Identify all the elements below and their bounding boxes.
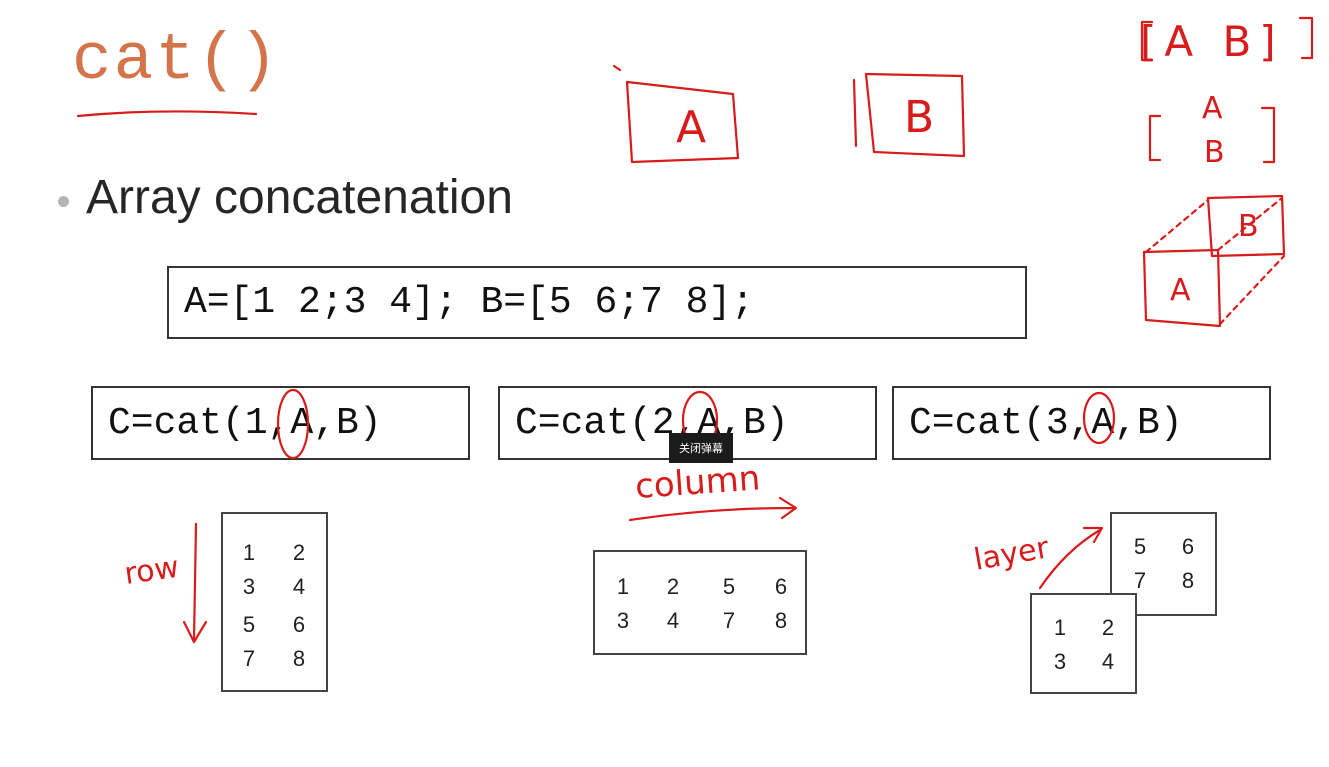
- matrix-cell: 6: [774, 574, 788, 599]
- definition-code-box: A=[1 2;3 4]; B=[5 6;7 8];: [167, 266, 1027, 339]
- bullet-dot: [58, 196, 69, 207]
- matrix-cell: 2: [292, 540, 306, 565]
- bracket-row-right: [1298, 16, 1314, 60]
- matrix-cell: 7: [242, 646, 256, 671]
- matrix-cell: 4: [1101, 649, 1115, 674]
- matrix-cell: 1: [616, 574, 630, 599]
- result-matrix-dim1: 1 2 3 4 5 6 7 8: [221, 512, 328, 692]
- matrix-cell: 3: [242, 574, 256, 599]
- ink-layer-label: layer: [971, 530, 1052, 578]
- matrix-cell: 1: [242, 540, 256, 565]
- matrix-cell: 3: [1053, 649, 1067, 674]
- ink-box-a-label: A: [676, 102, 706, 153]
- result-matrix-dim3-back-layer: 5 6 7 8: [1110, 512, 1217, 616]
- matrix-cell: 8: [292, 646, 306, 671]
- matrix-cell: 6: [292, 612, 306, 637]
- bracket-col-right: [1260, 106, 1276, 164]
- slide-title: cat(): [72, 23, 281, 98]
- matrix-cell: 5: [1133, 534, 1147, 559]
- ink-col-a-label: A: [1202, 91, 1223, 126]
- matrix-cell: 2: [1101, 615, 1115, 640]
- result-matrix-dim2: 1 2 5 6 3 4 7 8: [593, 550, 807, 655]
- sketch-box-a: [612, 64, 740, 164]
- bracket-row-left: [1140, 20, 1154, 62]
- bullet-heading: Array concatenation: [86, 171, 513, 224]
- matrix-cell: 8: [774, 608, 788, 633]
- title-underline: [76, 110, 258, 118]
- cube-sketch-front: [1142, 248, 1222, 328]
- matrix-cell: 7: [1133, 568, 1147, 593]
- matrix-cell: 2: [666, 574, 680, 599]
- ink-cube-a-label: A: [1170, 273, 1191, 308]
- layer-arrow: [1038, 526, 1104, 590]
- ink-row-ab-label: [A B]: [1140, 17, 1284, 66]
- cube-sketch-edges: [1144, 196, 1286, 326]
- cat-dim3-code-box: C=cat(3,A,B): [892, 386, 1271, 460]
- bracket-col-left: [1148, 114, 1162, 162]
- matrix-cell: 7: [722, 608, 736, 633]
- matrix-cell: 1: [1053, 615, 1067, 640]
- matrix-cell: 4: [292, 574, 306, 599]
- ink-col-b-label: B: [1204, 135, 1225, 170]
- result-matrix-dim3-front-layer: 1 2 3 4: [1030, 593, 1137, 694]
- cube-sketch-back: [1206, 194, 1286, 258]
- column-arrow: [628, 496, 798, 522]
- matrix-cell: 5: [722, 574, 736, 599]
- matrix-cell: 3: [616, 608, 630, 633]
- cat-dim1-code-box: C=cat(1,A,B): [91, 386, 470, 460]
- matrix-cell: 4: [666, 608, 680, 633]
- row-arrow: [182, 522, 208, 644]
- matrix-cell: 8: [1181, 568, 1195, 593]
- ink-cube-b-label: B: [1238, 209, 1259, 244]
- matrix-cell: 6: [1181, 534, 1195, 559]
- close-danmaku-button[interactable]: 关闭弹幕: [669, 433, 733, 463]
- matrix-cell: 5: [242, 612, 256, 637]
- ink-column-label: column: [634, 458, 762, 507]
- ink-row-label: row: [122, 550, 181, 592]
- ink-box-b-label: B: [904, 92, 934, 143]
- sketch-box-b: [852, 72, 966, 158]
